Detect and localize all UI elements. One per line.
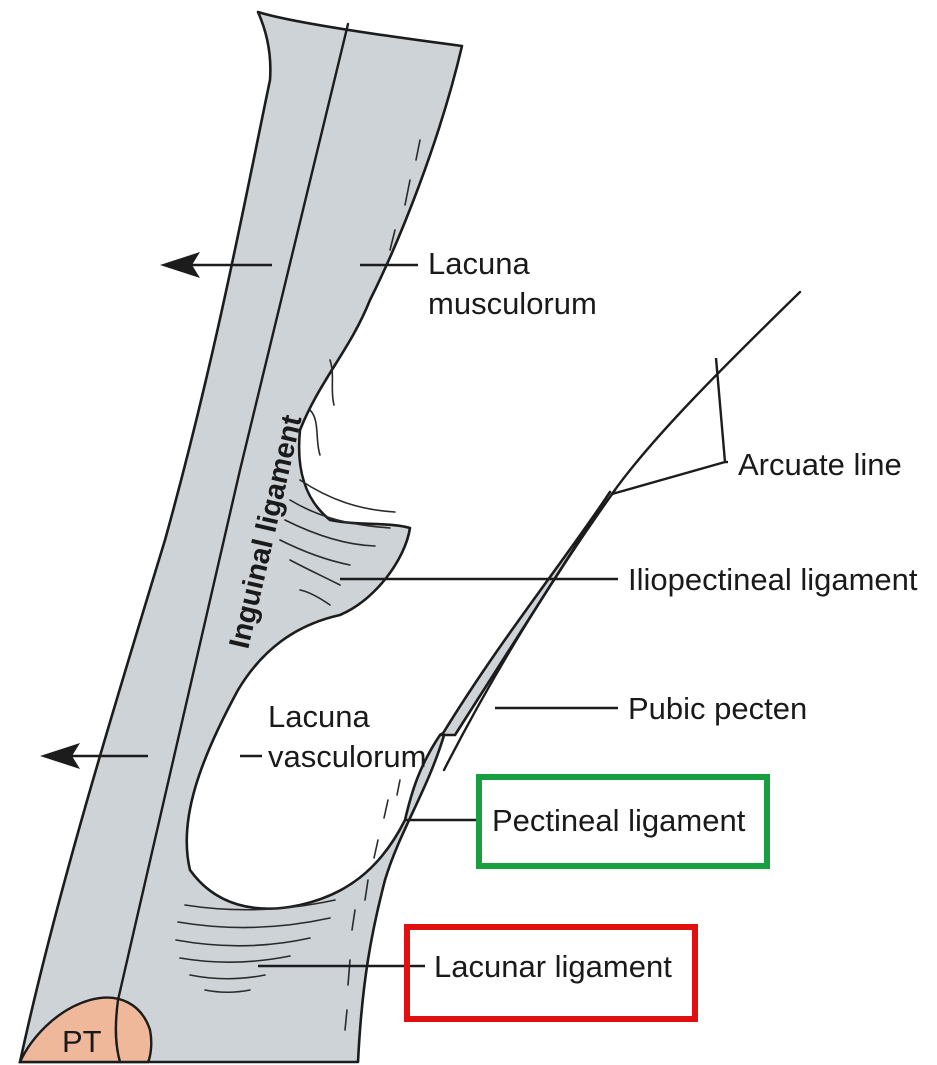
pecten-edge xyxy=(444,490,615,770)
ligament-band xyxy=(20,12,462,1062)
pubic-tubercle-label: PT xyxy=(62,1024,102,1059)
iliopectineal-ligament-label: Iliopectineal ligament xyxy=(628,562,918,597)
pubic-pecten-label: Pubic pecten xyxy=(628,691,807,726)
pectineal-ligament-label: Pectineal ligament xyxy=(492,803,746,838)
lacuna-vasculorum-label-line1: Lacuna xyxy=(268,699,370,734)
arcuate-line-label: Arcuate line xyxy=(738,447,902,482)
lacunar-ligament-label: Lacunar ligament xyxy=(434,949,672,984)
lacuna-vasculorum-label-line2: vasculorum xyxy=(268,739,427,774)
lacuna-musculorum-label-line1: Lacuna xyxy=(428,246,530,281)
lacuna-musculorum-label-line2: musculorum xyxy=(428,286,597,321)
pubic-pecten-band xyxy=(442,492,610,735)
